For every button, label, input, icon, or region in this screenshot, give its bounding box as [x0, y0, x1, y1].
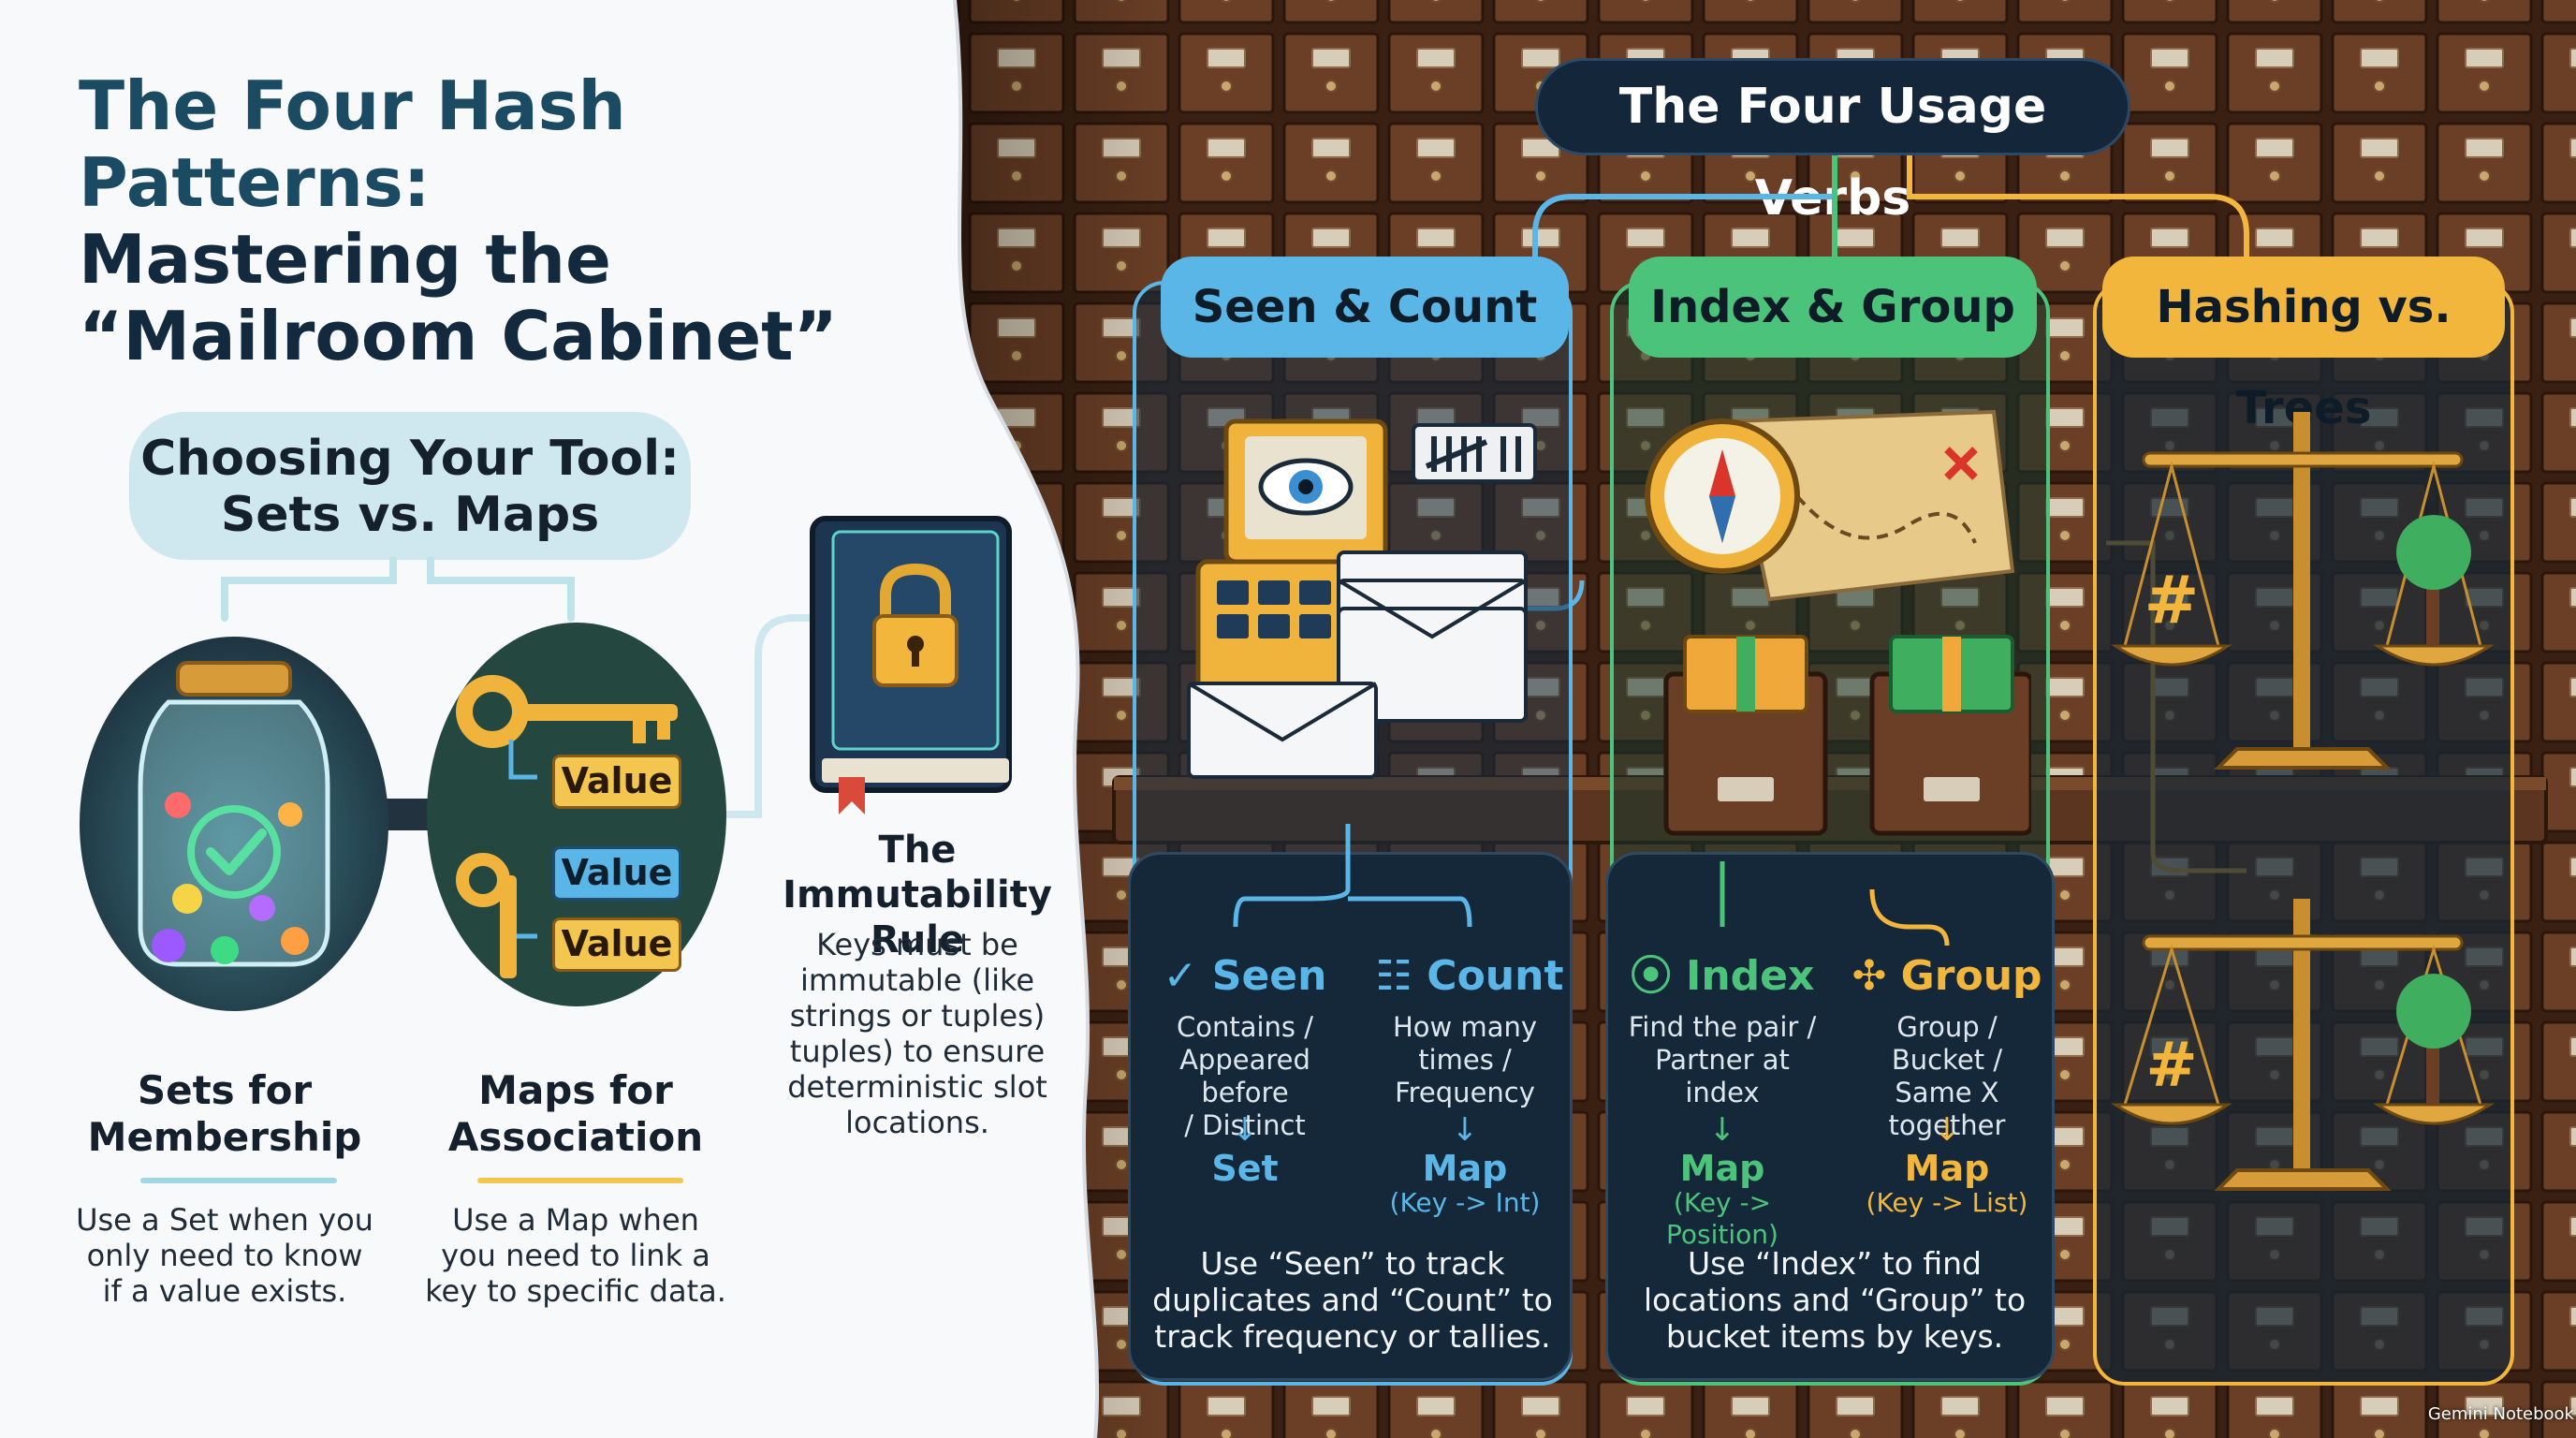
value-label: Value [552, 755, 681, 809]
sets-title-line-2: Membership [87, 1114, 362, 1160]
verb-group-description: Group / Bucket / Same X together [1835, 1011, 2059, 1142]
title-line-1: The Four Hash Patterns: [79, 66, 626, 222]
desc-line: Partner at [1655, 1044, 1790, 1076]
verb-seen-label: Seen [1211, 952, 1327, 1000]
verb-group-label: Group [1900, 952, 2042, 1000]
sets-underline [140, 1178, 337, 1183]
compass-map-drawers-illustration [1645, 409, 2031, 836]
arrow-down-icon: ↓ [1451, 1111, 1479, 1149]
sets-title-line-1: Sets for [137, 1067, 313, 1113]
desc-line: Contains / [1176, 1011, 1314, 1043]
desc-line: Frequency [1395, 1077, 1535, 1108]
tab-hashing-trees: Hashing vs. Trees [2102, 257, 2505, 434]
sets-title: Sets for Membership [56, 1067, 393, 1161]
desc-line: Group / [1896, 1011, 1998, 1043]
verb-index-subtitle: (Key -> Position) [1666, 1187, 1778, 1250]
verb-split-connectors [1233, 824, 1950, 946]
balance-scale-icon: # [2111, 412, 2495, 770]
verb-group-target: Map [1904, 1148, 1990, 1189]
key-value-illustration: Value Value Value [427, 618, 726, 1011]
immutability-description: Keys must be immutable (like strings or … [787, 927, 1047, 1140]
value-label: Value [552, 917, 681, 972]
maps-description: Use a Map when you need to link a key to… [425, 1202, 726, 1309]
choosing-line-2: Sets vs. Maps [220, 487, 600, 543]
desc-line: Find the pair / [1628, 1011, 1817, 1043]
index-group-footer: Use “Index” to find locations and “Group… [1643, 1245, 2027, 1355]
tab-seen-count: Seen & Count [1161, 257, 1569, 358]
maps-underline [477, 1178, 683, 1183]
arrow-down-icon: ↓ [1231, 1111, 1259, 1149]
watermark: Gemini Notebook [2427, 1404, 2574, 1424]
arrow-down-icon: ↓ [1933, 1111, 1961, 1149]
seen-count-footer: Use “Seen” to track duplicates and “Coun… [1152, 1245, 1553, 1355]
desc-line: How many [1392, 1011, 1538, 1043]
key-icon [427, 623, 726, 1006]
verb-count-subtitle: (Key -> Int) [1389, 1187, 1541, 1218]
sets-description: Use a Set when you only need to know if … [76, 1202, 373, 1309]
verb-index-description: Find the pair / Partner at index [1615, 1011, 1830, 1109]
jar-illustration [80, 637, 388, 1011]
maps-title-line-1: Maps for [478, 1067, 673, 1113]
desc-line: index [1685, 1077, 1760, 1108]
verb-index-target: Map [1679, 1148, 1765, 1189]
choosing-tool-pill: Choosing Your Tool: Sets vs. Maps [129, 412, 691, 560]
value-label: Value [552, 846, 681, 901]
verb-seen-target: Set [1211, 1148, 1279, 1189]
desc-line: times / [1418, 1044, 1512, 1076]
verb-seen: ✓ Seen [1151, 953, 1339, 1000]
index-group-info-box [1605, 852, 2055, 1381]
scales-illustration: # # [2111, 412, 2495, 1191]
desc-line: Appeared before [1179, 1044, 1310, 1108]
maps-title-line-2: Association [447, 1114, 704, 1160]
desc-line: Bucket / [1891, 1044, 2003, 1076]
register-envelopes-illustration [1187, 418, 1537, 779]
verb-count-label: Count [1427, 952, 1564, 1000]
title-line-2: Mastering the [79, 220, 611, 299]
verb-seen-description: Contains / Appeared before / Distinct [1137, 1011, 1353, 1142]
maps-title: Maps for Association [402, 1067, 749, 1161]
immutability-title: The Immutability Rule [783, 829, 1052, 961]
arrow-down-icon: ↓ [1708, 1111, 1736, 1149]
desc-line: / Distinct [1184, 1109, 1306, 1141]
verb-count: ☷ Count [1367, 953, 1573, 1000]
cluster-icon: ✣ [1852, 952, 1887, 1000]
calendar-icon: ☷ [1375, 952, 1412, 1000]
verb-index: ⦿ Index [1629, 953, 1816, 1000]
balance-scale-icon: # [2111, 899, 2495, 1191]
tab-index-group: Index & Group [1629, 257, 2037, 358]
verb-group-subtitle: (Key -> List) [1866, 1187, 2028, 1218]
lock-book-icon [810, 516, 1012, 814]
verb-count-description: How many times / Frequency [1367, 1011, 1563, 1109]
svg-text:#: # [2144, 562, 2200, 638]
svg-text:#: # [2145, 1029, 2197, 1101]
title-line-3: “Mailroom Cabinet” [79, 297, 838, 375]
desc-line: Same X together [1888, 1077, 2006, 1141]
check-circle-icon: ✓ [1163, 952, 1198, 1000]
page-title: The Four Hash Patterns: Mastering the “M… [79, 67, 996, 374]
verb-group: ✣ Group [1844, 953, 2050, 1000]
verb-count-target: Map [1422, 1148, 1508, 1189]
verb-index-label: Index [1685, 952, 1815, 1000]
map-pin-icon: ⦿ [1630, 952, 1672, 1000]
choosing-line-1: Choosing Your Tool: [140, 431, 680, 487]
